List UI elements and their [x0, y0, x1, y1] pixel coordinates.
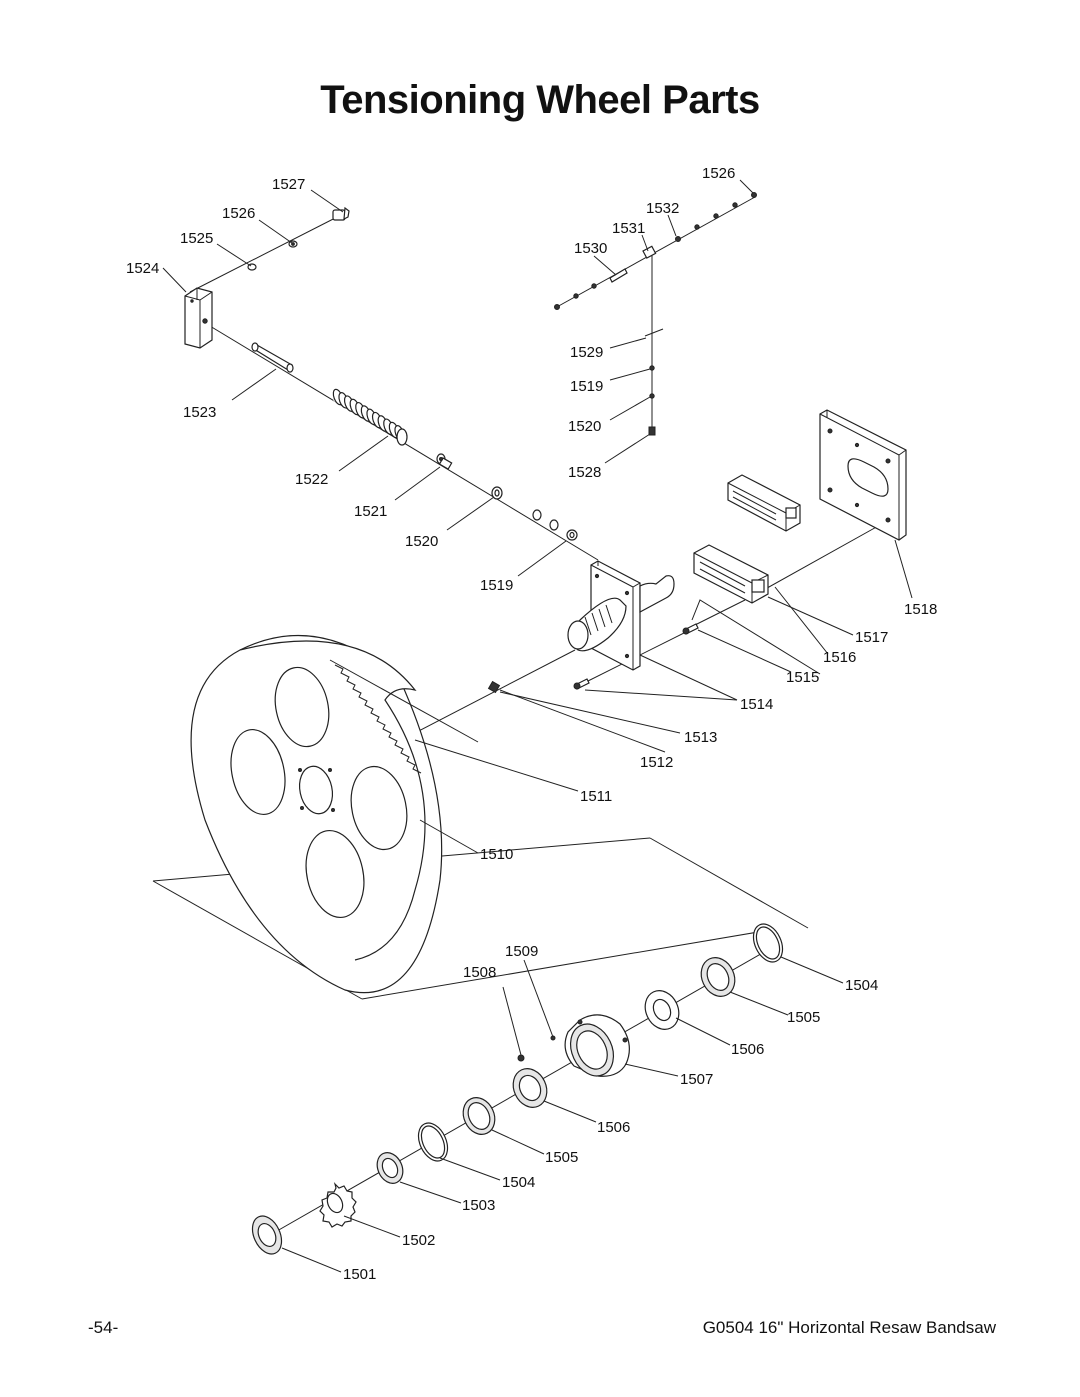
- callout-1525: 1525: [180, 230, 213, 247]
- callout-1505: 1505: [787, 1009, 820, 1026]
- callout-1507: 1507: [680, 1071, 713, 1088]
- part-1516-upper-slide: [727, 474, 801, 532]
- callout-1516: 1516: [823, 649, 856, 666]
- part-1526-1532-rod-assembly: [554, 192, 757, 436]
- part-1501-1509-bearing-stack: [251, 923, 784, 1255]
- part-1520-1519-washers: [491, 486, 578, 541]
- callout-1503: 1503: [462, 1197, 495, 1214]
- callout-1510: 1510: [480, 846, 513, 863]
- callout-1526: 1526: [222, 205, 255, 222]
- callout-1517: 1517: [855, 629, 888, 646]
- callout-labels: 1527 1526 1525 1524 1523 1522 1521 1520 …: [126, 165, 937, 1283]
- callout-1524: 1524: [126, 260, 159, 277]
- part-1512-1514-screws: [487, 623, 699, 694]
- part-1511-hub-plate: [567, 560, 675, 671]
- part-1510-wheel: [190, 634, 479, 994]
- part-1524-block: [184, 287, 213, 349]
- callout-1501: 1501: [343, 1266, 376, 1283]
- callout-1514: 1514: [740, 696, 773, 713]
- part-1522-spring: [332, 388, 408, 446]
- callout-1522: 1522: [295, 471, 328, 488]
- callout-1519: 1519: [480, 577, 513, 594]
- callout-1532: 1532: [646, 200, 679, 217]
- callout-1505: 1505: [545, 1149, 578, 1166]
- callout-1506: 1506: [597, 1119, 630, 1136]
- callout-1531: 1531: [612, 220, 645, 237]
- callout-1515: 1515: [786, 669, 819, 686]
- callout-1518: 1518: [904, 601, 937, 618]
- callout-1523: 1523: [183, 404, 216, 421]
- callout-1506: 1506: [731, 1041, 764, 1058]
- page-title: Tensioning Wheel Parts: [320, 78, 760, 122]
- callout-leader-lines: [162, 179, 913, 1273]
- part-1518-plate: [819, 409, 907, 541]
- callout-1519: 1519: [570, 378, 603, 395]
- callout-1513: 1513: [684, 729, 717, 746]
- callout-1529: 1529: [570, 344, 603, 361]
- callout-1526: 1526: [702, 165, 735, 182]
- callout-1509: 1509: [505, 943, 538, 960]
- callout-1520: 1520: [405, 533, 438, 550]
- callout-1504: 1504: [502, 1174, 535, 1191]
- part-1523-rod: [251, 342, 294, 373]
- callout-1512: 1512: [640, 754, 673, 771]
- callout-1508: 1508: [463, 964, 496, 981]
- part-1517-lower-slide: [693, 544, 769, 604]
- callout-1504: 1504: [845, 977, 878, 994]
- callout-1520: 1520: [568, 418, 601, 435]
- part-1521-bolt: [436, 453, 453, 470]
- callout-1511: 1511: [580, 788, 612, 805]
- callout-1502: 1502: [402, 1232, 435, 1249]
- callout-1527: 1527: [272, 176, 305, 193]
- manual-title: G0504 16" Horizontal Resaw Bandsaw: [702, 1318, 996, 1337]
- callout-1528: 1528: [568, 464, 601, 481]
- callout-1521: 1521: [354, 503, 387, 520]
- page-number: -54-: [88, 1318, 119, 1337]
- part-1525-1527-hardware: [247, 206, 350, 271]
- callout-1530: 1530: [574, 240, 607, 257]
